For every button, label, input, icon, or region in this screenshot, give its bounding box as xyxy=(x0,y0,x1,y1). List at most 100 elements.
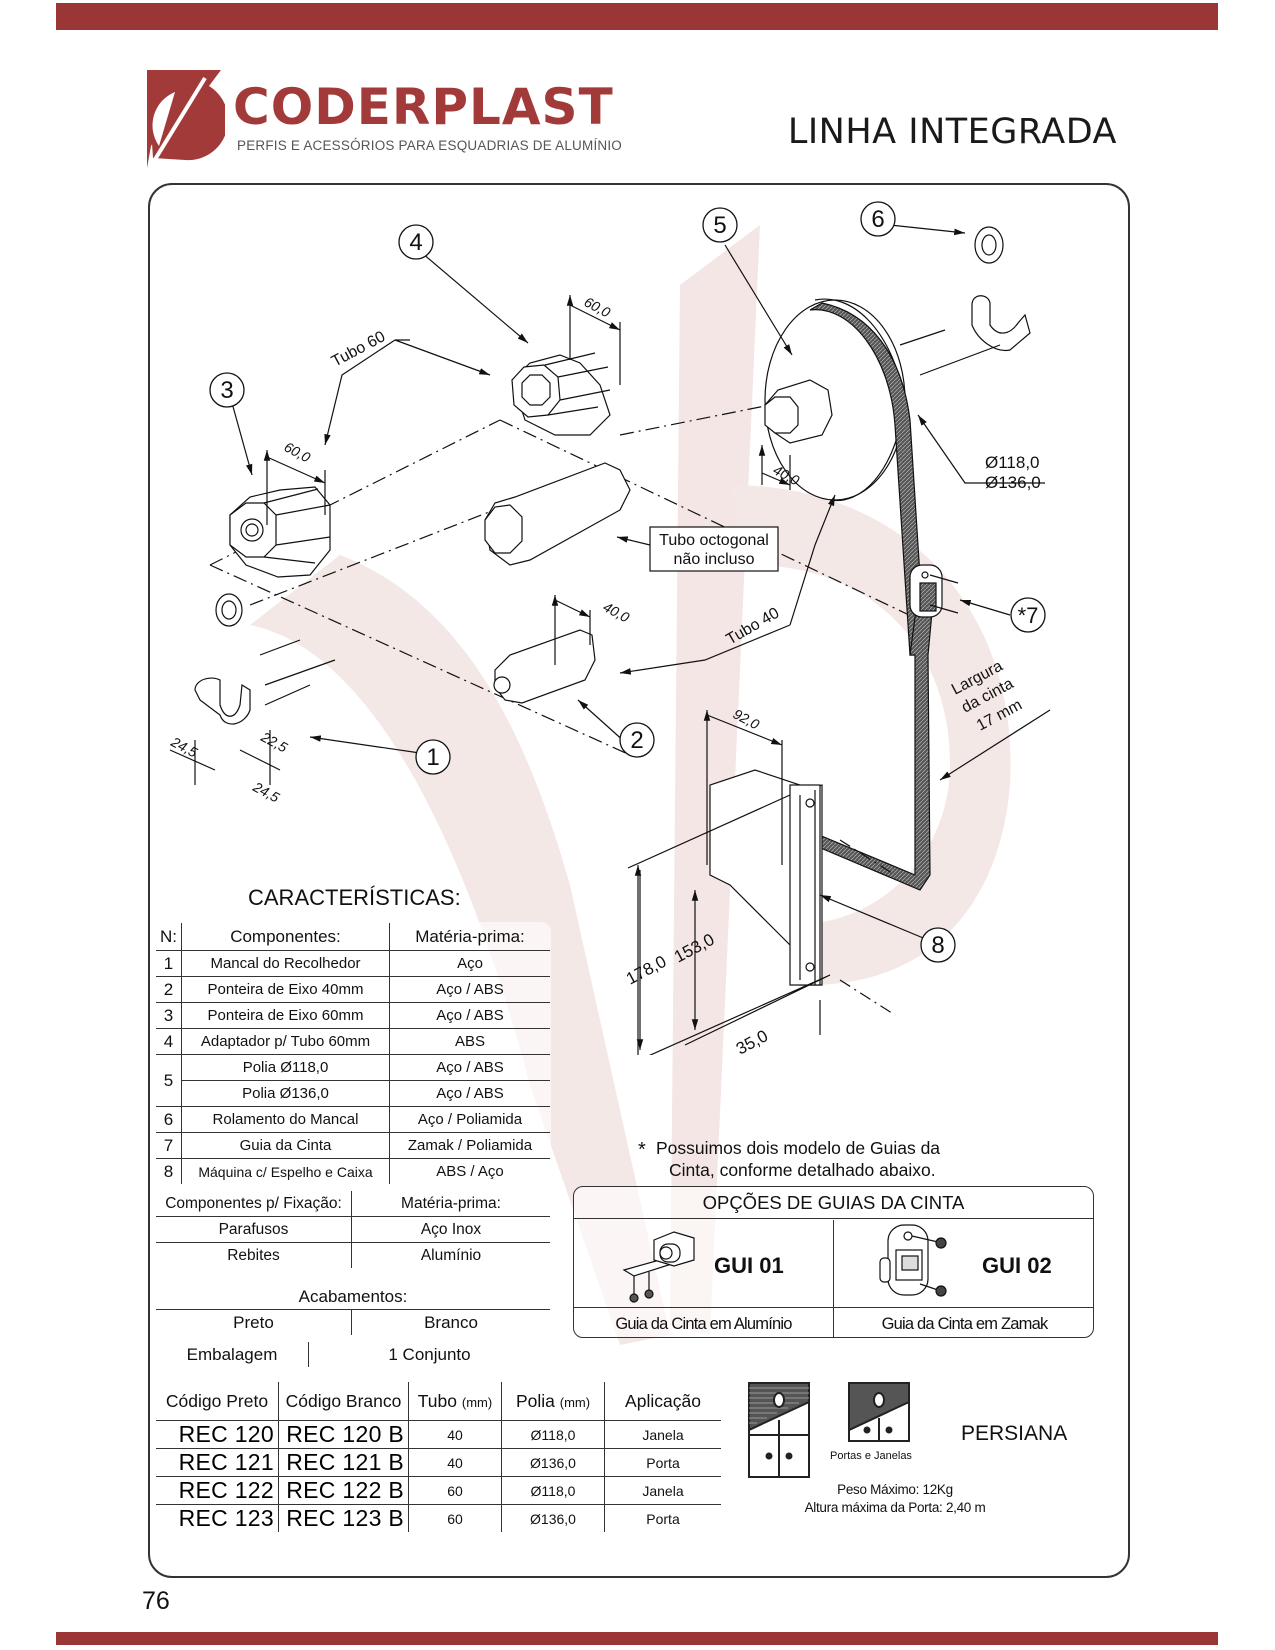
col-header-polia: Polia (mm) xyxy=(501,1382,605,1421)
col-header-componentes: Componentes: xyxy=(181,923,390,951)
cell-n: 3 xyxy=(156,1002,182,1029)
packaging-label: Embalagem xyxy=(156,1342,309,1367)
part-2-end-cap xyxy=(493,629,596,704)
exploded-diagram: 1 2 3 4 5 6 *7 8 Tubo 60 Tubo 40 Tubo oc… xyxy=(150,185,1128,1055)
gui01-caption: Guia da Cinta em Alumínio xyxy=(574,1307,834,1337)
coderplast-logo: CODERPLAST PERFIS E ACESSÓRIOS PARA ESQU… xyxy=(145,68,622,168)
finishes-title: Acabamentos: xyxy=(156,1284,550,1310)
cell-aplicacao: Porta xyxy=(604,1504,721,1532)
part-8-machine xyxy=(709,769,896,1016)
cell-item: Parafusos xyxy=(156,1216,352,1243)
dim-35: 35,0 xyxy=(733,1026,771,1055)
cell-componente: Ponteira de Eixo 60mm xyxy=(181,1002,390,1029)
zamak-guide-icon xyxy=(879,1224,947,1297)
belt-guide-options: OPÇÕES DE GUIAS DA CINTA GUI 01 xyxy=(573,1186,1094,1338)
cell-polia: Ø136,0 xyxy=(501,1448,605,1477)
cell-aplicacao: Janela xyxy=(604,1420,721,1449)
guide-option-gui01: GUI 01 xyxy=(574,1220,834,1307)
callout-2 xyxy=(619,722,655,758)
cell-codigo-preto: REC 122 xyxy=(156,1476,279,1505)
tubo-unit: (mm) xyxy=(461,1394,493,1410)
cell-n: 8 xyxy=(156,1158,182,1184)
cell-n: 7 xyxy=(156,1132,182,1159)
page-number: 76 xyxy=(142,1587,170,1615)
finish-preto: Preto xyxy=(156,1309,352,1335)
dim-153: 153,0 xyxy=(671,930,717,967)
label-diam-118: Ø118,0 xyxy=(985,453,1040,472)
cell-n: 6 xyxy=(156,1106,182,1133)
cell-codigo-preto: REC 123 xyxy=(156,1504,279,1532)
cell-componente: Ponteira de Eixo 40mm xyxy=(181,976,390,1003)
polia-label: Polia xyxy=(515,1390,555,1411)
cell-materia: Aço / ABS xyxy=(389,976,550,1003)
callout-2-label: 2 xyxy=(630,727,643,754)
callout-1-label: 1 xyxy=(426,744,439,771)
cell-n: 2 xyxy=(156,976,182,1003)
callout-8 xyxy=(920,927,956,963)
asterisk: * xyxy=(638,1139,646,1161)
cell-aplicacao: Janela xyxy=(604,1476,721,1505)
cell-materia: Aço Inox xyxy=(351,1216,550,1243)
packaging-value: 1 Conjunto xyxy=(308,1342,550,1367)
dim-40-part2: 40,0 xyxy=(601,599,633,626)
table-row: Embalagem 1 Conjunto xyxy=(156,1342,550,1367)
altura-maxima: Altura máxima da Porta: 2,40 m xyxy=(804,1500,986,1515)
cell-n: 4 xyxy=(156,1028,182,1055)
callout-3-label: 3 xyxy=(220,377,233,404)
logo-mark-icon xyxy=(147,70,225,168)
cell-n: 1 xyxy=(156,950,182,977)
belt-guide-options-title: OPÇÕES DE GUIAS DA CINTA xyxy=(574,1187,1093,1219)
top-brand-bar xyxy=(56,3,1218,30)
cell-polia: Ø118,0 xyxy=(501,1476,605,1505)
cell-codigo-branco: REC 121 B xyxy=(278,1448,409,1477)
note-line-2: Cinta, conforme detalhado abaixo. xyxy=(669,1160,936,1180)
gui02-caption: Guia da Cinta em Zamak xyxy=(834,1307,1093,1337)
product-codes-table: Código Preto Código Branco Tubo (mm) Pol… xyxy=(155,1381,722,1533)
cell-tubo: 40 xyxy=(408,1448,502,1477)
callout-6-label: 6 xyxy=(871,206,884,233)
cell-codigo-preto: REC 121 xyxy=(156,1448,279,1477)
col-header-aplicacao: Aplicação xyxy=(604,1382,721,1421)
part-3-end-cap xyxy=(229,486,331,578)
cell-materia: ABS / Aço xyxy=(389,1158,550,1184)
aluminum-guide-icon xyxy=(622,1231,695,1303)
tubo-label: Tubo xyxy=(417,1390,458,1411)
packaging-table: Embalagem 1 Conjunto xyxy=(155,1341,551,1368)
col-header-tubo: Tubo (mm) xyxy=(408,1382,502,1421)
cell-item: Rebites xyxy=(156,1242,352,1268)
part-4-adapter xyxy=(511,352,611,436)
col-header-fixacao: Componentes p/ Fixação: xyxy=(156,1191,352,1217)
cell-componente: Máquina c/ Espelho e Caixa xyxy=(181,1158,390,1184)
cell-materia: Alumínio xyxy=(351,1242,550,1268)
caracteristicas-title: CARACTERÍSTICAS: xyxy=(248,885,461,910)
cell-codigo-branco: REC 120 B xyxy=(278,1420,409,1449)
part-5-pulley xyxy=(764,298,926,656)
cell-materia: Aço / ABS xyxy=(389,1054,550,1081)
callout-8-label: 8 xyxy=(931,932,944,959)
callout-5-label: 5 xyxy=(713,212,726,239)
cell-componente: Mancal do Recolhedor xyxy=(181,950,390,977)
persiana-section: Portas e Janelas PERSIANA Peso Máximo: 1… xyxy=(745,1380,1095,1520)
callout-7-label: *7 xyxy=(1018,603,1039,628)
cell-componente: Polia Ø136,0 xyxy=(181,1080,390,1107)
part-7-belt-guide xyxy=(909,564,959,618)
col-header-codigo-preto: Código Preto xyxy=(156,1382,279,1421)
page-title: LINHA INTEGRADA xyxy=(787,112,1117,152)
gui01-code: GUI 01 xyxy=(714,1253,784,1278)
content-frame xyxy=(148,183,1130,1578)
guide-option-gui02: GUI 02 xyxy=(834,1220,1093,1307)
cell-polia: Ø118,0 xyxy=(501,1420,605,1449)
cell-codigo-branco: REC 122 B xyxy=(278,1476,409,1505)
label-tubo-40: Tubo 40 xyxy=(724,605,783,649)
dim-92: 92,0 xyxy=(731,706,763,733)
cell-materia: Aço xyxy=(389,950,550,977)
col-header-n: N: xyxy=(156,923,182,951)
cell-componente: Rolamento do Mancal xyxy=(181,1106,390,1133)
